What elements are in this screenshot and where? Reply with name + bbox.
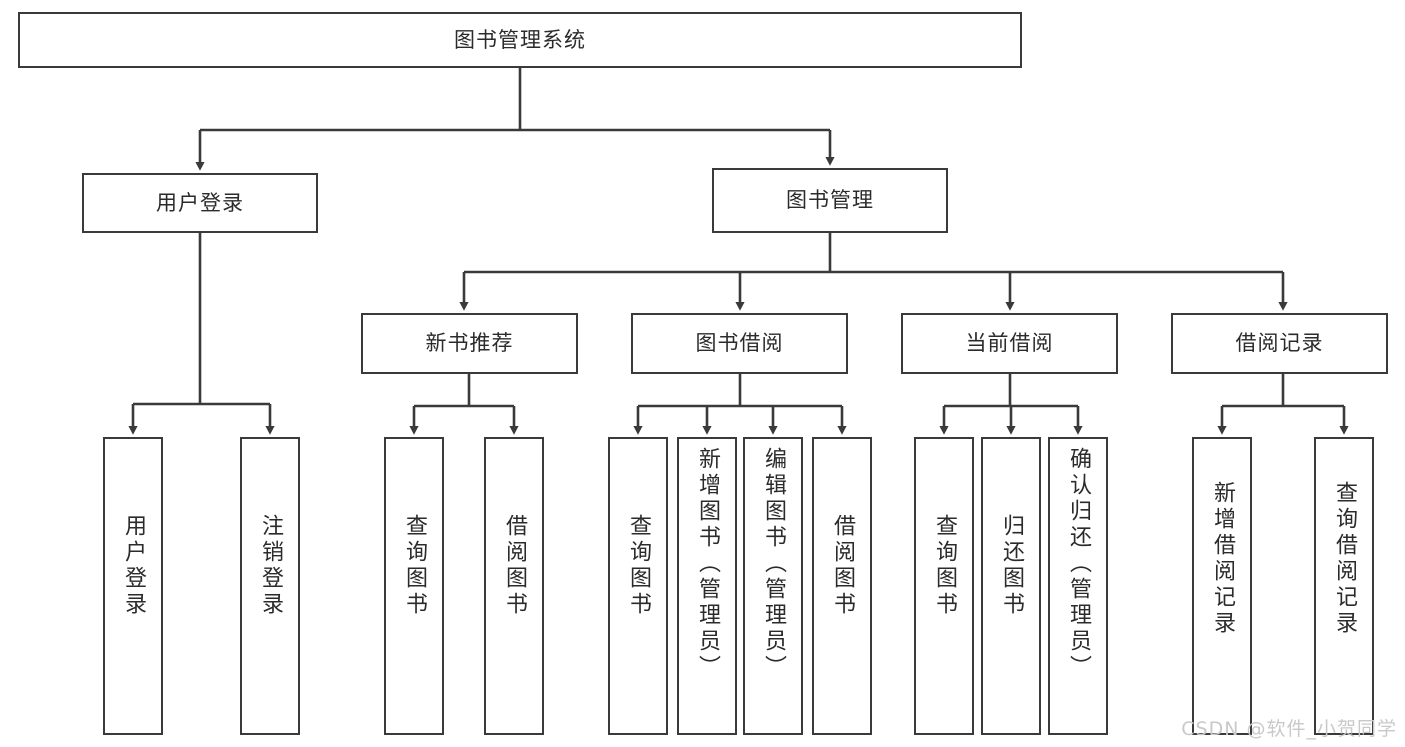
node-label: 新增图书（管理员） xyxy=(695,447,720,681)
node-label: 借阅图书 xyxy=(830,514,855,618)
leaf-user-login[interactable]: 用户登录 xyxy=(103,437,163,735)
leaf-confirm-return-admin[interactable]: 确认归还（管理员） xyxy=(1048,437,1108,735)
node-book-management[interactable]: 图书管理 xyxy=(712,168,948,233)
node-label: 用户登录 xyxy=(156,190,244,215)
node-label: 借阅图书 xyxy=(502,514,527,618)
leaf-query-book-recommend[interactable]: 查询图书 xyxy=(384,437,444,735)
node-borrow-record[interactable]: 借阅记录 xyxy=(1171,313,1388,374)
leaf-query-book-current[interactable]: 查询图书 xyxy=(914,437,974,735)
node-current-borrow[interactable]: 当前借阅 xyxy=(901,313,1118,374)
node-label: 当前借阅 xyxy=(965,331,1054,356)
node-label: 新增借阅记录 xyxy=(1210,481,1235,637)
leaf-query-book-borrow[interactable]: 查询图书 xyxy=(608,437,668,735)
node-label: 图书管理系统 xyxy=(454,27,586,52)
leaf-borrow-book[interactable]: 借阅图书 xyxy=(812,437,872,735)
node-new-book-recommend[interactable]: 新书推荐 xyxy=(361,313,578,374)
node-label: 用户登录 xyxy=(121,514,146,618)
node-label: 归还图书 xyxy=(999,514,1024,618)
leaf-add-borrow-record[interactable]: 新增借阅记录 xyxy=(1192,437,1252,735)
leaf-edit-book-admin[interactable]: 编辑图书（管理员） xyxy=(743,437,803,735)
node-label: 查询图书 xyxy=(626,514,651,618)
node-user-login[interactable]: 用户登录 xyxy=(82,173,318,233)
node-label: 查询图书 xyxy=(402,514,427,618)
node-book-borrow[interactable]: 图书借阅 xyxy=(631,313,848,374)
node-label: 查询借阅记录 xyxy=(1332,481,1357,637)
node-label: 借阅记录 xyxy=(1235,331,1324,356)
leaf-return-book[interactable]: 归还图书 xyxy=(981,437,1041,735)
leaf-query-borrow-record[interactable]: 查询借阅记录 xyxy=(1314,437,1374,735)
node-label: 确认归还（管理员） xyxy=(1066,447,1091,681)
node-label: 编辑图书（管理员） xyxy=(761,447,786,681)
node-label: 图书借阅 xyxy=(695,331,784,356)
leaf-logout[interactable]: 注销登录 xyxy=(240,437,300,735)
leaf-borrow-book-recommend[interactable]: 借阅图书 xyxy=(484,437,544,735)
leaf-add-book-admin[interactable]: 新增图书（管理员） xyxy=(677,437,737,735)
node-label: 新书推荐 xyxy=(425,331,514,356)
node-label: 注销登录 xyxy=(258,514,283,618)
watermark-text: CSDN @软件_小贺同学 xyxy=(1181,718,1397,740)
node-label: 图书管理 xyxy=(786,188,874,213)
node-root-book-management-system[interactable]: 图书管理系统 xyxy=(18,12,1022,68)
node-label: 查询图书 xyxy=(932,514,957,618)
